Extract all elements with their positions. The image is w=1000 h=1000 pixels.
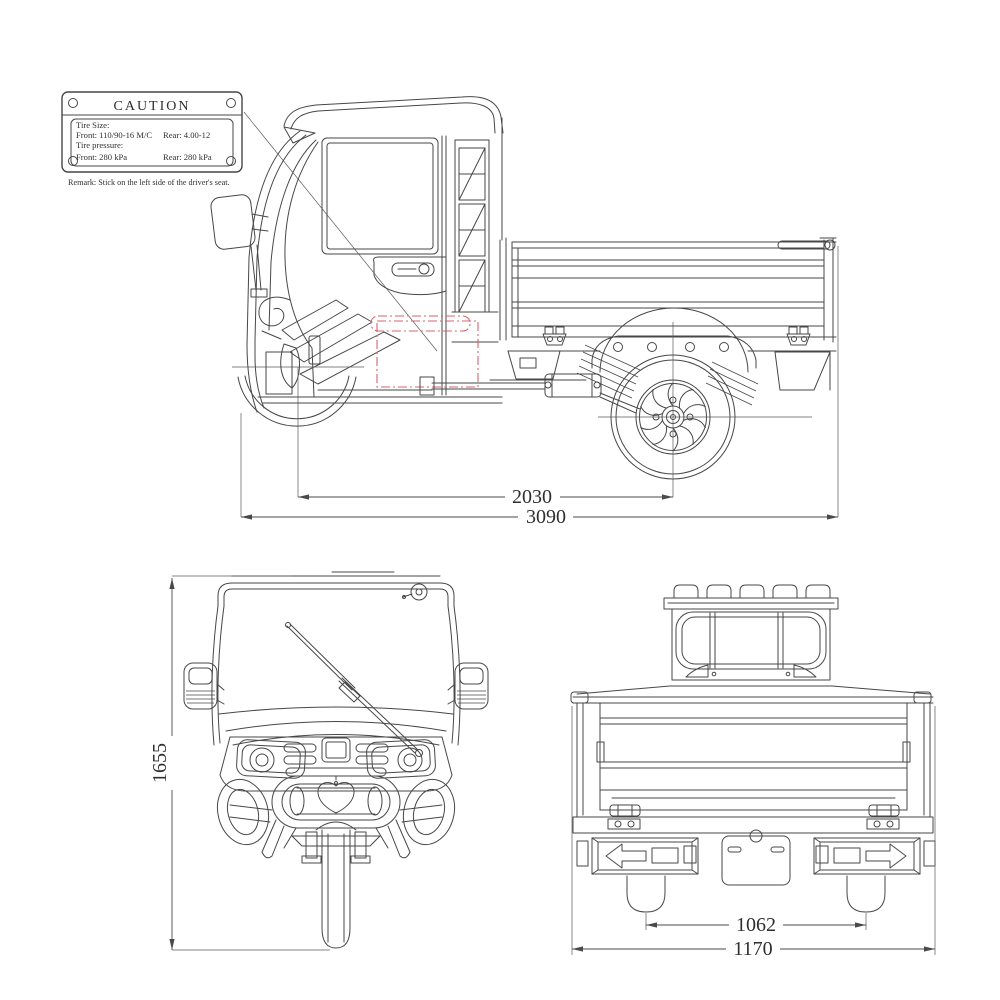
dimension-wheel-track: 1062 (645, 913, 867, 936)
overall-height-value: 1655 (149, 743, 171, 783)
battery-box-marking (370, 315, 479, 388)
cargo-bed-rear (570, 685, 934, 834)
side-view: 2030 3090 (210, 96, 839, 528)
front-fork-wheel (301, 821, 371, 949)
door-window (321, 137, 439, 255)
right-headlight (397, 747, 423, 773)
dimension-wheelbase: 2030 (297, 322, 674, 508)
tire-size-heading: Tire Size: (76, 120, 109, 130)
caution-title: CAUTION (114, 99, 191, 114)
side-mirror (210, 194, 269, 298)
cab-roof-rear (663, 584, 839, 610)
caution-plate: CAUTION Tire Size: Front: 110/90-16 M/C … (61, 91, 438, 352)
caution-remark: Remark: Stick on the left side of the dr… (68, 178, 230, 187)
cab-rear-rack (454, 139, 490, 313)
tire-size-rear: Rear: 4.00-12 (163, 130, 210, 140)
toolbox (507, 350, 561, 380)
tire-size-front: Front: 110/90-16 M/C (76, 130, 152, 140)
wheelbase-value: 2030 (512, 486, 552, 508)
screw-hole-icon (226, 156, 236, 166)
axle-cover (317, 782, 355, 814)
wheel-track-value: 1062 (736, 914, 776, 936)
motor-axle (419, 373, 641, 414)
left-headlight (249, 747, 275, 773)
screw-hole-icon (68, 98, 78, 108)
door-hinge (308, 335, 321, 365)
windshield-wiper (285, 622, 423, 757)
tire-pressure-front: Front: 280 kPa (76, 152, 127, 162)
side-headlight (258, 296, 291, 327)
tire-pressure-rear: Rear: 280 kPa (163, 152, 212, 162)
license-plate (721, 829, 791, 886)
front-view: 1655 (149, 571, 489, 951)
front-bumper (216, 775, 456, 859)
tailgate-hinges (607, 804, 900, 830)
rear-window-guard (675, 611, 827, 678)
right-mirror (447, 662, 489, 710)
overall-width-value: 1170 (733, 938, 772, 960)
tailgate-latch (777, 240, 831, 250)
cargo-bed-side (505, 237, 837, 343)
dimension-overall-length: 3090 (240, 246, 839, 528)
tire-pressure-heading: Tire pressure: (76, 140, 123, 150)
screw-hole-icon (226, 98, 236, 108)
leaf-springs (576, 344, 759, 406)
door-handle (373, 256, 447, 296)
leader-line (243, 111, 438, 352)
rear-right-wheel (846, 875, 886, 913)
bed-hinge (542, 326, 811, 346)
roof-visor (283, 126, 316, 144)
wiper-pivot (402, 583, 428, 601)
right-side-marker (923, 840, 936, 867)
right-arrow-icon (865, 843, 907, 869)
dimension-overall-width: 1170 (571, 706, 936, 960)
dimension-overall-height: 1655 (149, 575, 330, 951)
right-tail-light (813, 837, 921, 875)
left-side-marker (576, 840, 589, 867)
rear-view: 1062 1170 (570, 584, 936, 960)
rear-mud-flap (774, 351, 831, 391)
front-grille (219, 736, 453, 792)
overall-length-value: 3090 (526, 506, 566, 528)
left-mirror (183, 662, 225, 710)
emblem (321, 737, 351, 763)
left-arrow-icon (605, 843, 647, 869)
rear-left-wheel (626, 875, 666, 913)
left-tail-light (591, 837, 699, 875)
rear-fender (591, 307, 757, 373)
wheel-spokes (640, 382, 706, 452)
